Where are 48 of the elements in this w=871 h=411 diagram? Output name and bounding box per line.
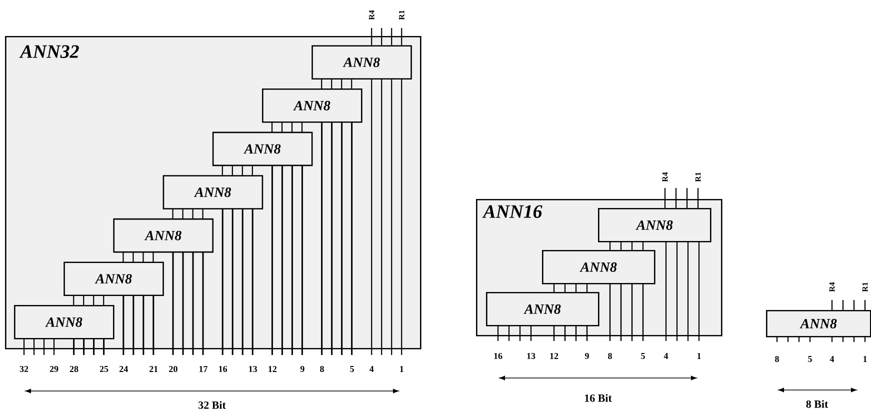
- pin-number: 8: [775, 356, 779, 362]
- module-box: ANN8: [64, 262, 164, 296]
- pin-number: 13: [249, 366, 257, 372]
- pin-number: 16: [219, 366, 228, 372]
- module-box: ANN8: [162, 175, 264, 210]
- pin-number: 5: [641, 353, 645, 359]
- module-box: ANN8: [542, 250, 656, 284]
- pin-label: R4: [368, 10, 374, 20]
- pin-number: 28: [70, 366, 78, 372]
- dimension-label: 32 Bit: [198, 401, 226, 409]
- pin-number: 4: [664, 353, 668, 359]
- pin-number: 9: [585, 352, 589, 360]
- pin-number: 1: [697, 353, 701, 359]
- module-box: ANN8: [262, 88, 362, 123]
- module-box: ANN8: [766, 310, 871, 338]
- pin-number: 24: [119, 366, 128, 372]
- pin-label: R4: [829, 282, 835, 292]
- module-box: ANN8: [113, 218, 214, 253]
- pin-number: 12: [268, 366, 277, 372]
- pin-label: R1: [862, 282, 868, 292]
- pin-number: 8: [320, 366, 324, 372]
- module-box: ANN8: [312, 45, 412, 80]
- pin-number: 21: [149, 366, 158, 372]
- pin-number: 32: [20, 366, 28, 372]
- pin-number: 8: [608, 352, 612, 360]
- pin-number: 9: [300, 366, 304, 372]
- module-box: ANN8: [598, 208, 712, 242]
- module-box: ANN8: [14, 305, 114, 340]
- pin-number: 12: [550, 353, 558, 359]
- pin-number: 29: [50, 366, 58, 372]
- module-box: ANN8: [486, 292, 600, 326]
- dimension-label: 16 Bit: [584, 394, 612, 402]
- pin-number: 1: [863, 356, 867, 362]
- pin-number: 4: [830, 356, 834, 362]
- pin-number: 16: [494, 352, 502, 360]
- pin-number: 13: [527, 352, 536, 360]
- pin-number: 4: [369, 366, 374, 372]
- pin-number: 25: [100, 366, 108, 372]
- pin-label: R1: [695, 172, 701, 182]
- module-box: ANN8: [212, 132, 313, 166]
- pin-number: 20: [169, 366, 178, 372]
- pin-number: 5: [350, 366, 354, 372]
- pin-number: 17: [199, 366, 208, 372]
- pin-number: 1: [400, 366, 404, 372]
- pin-number: 5: [808, 356, 812, 362]
- pin-label: R1: [398, 10, 404, 20]
- dimension-label: 8 Bit: [806, 400, 828, 408]
- pin-label: R4: [662, 172, 668, 182]
